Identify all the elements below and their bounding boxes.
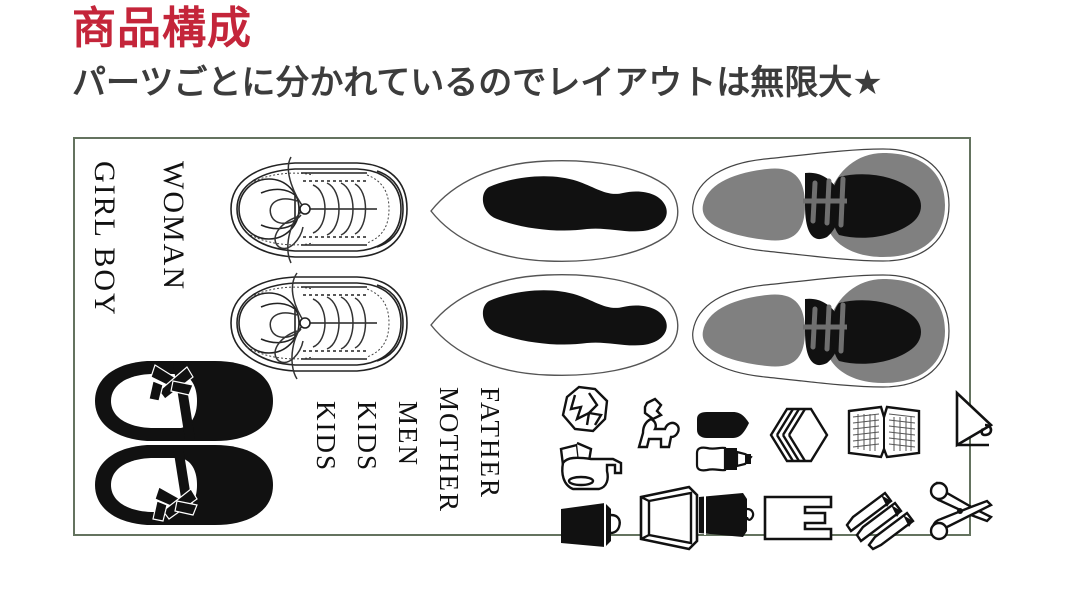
label-mother: MOTHER <box>434 387 464 513</box>
pencils-icon <box>845 487 921 551</box>
label-men: MEN <box>393 401 423 467</box>
open-notebook-icon <box>845 401 923 463</box>
label-girl-boy: GIRL BOY <box>88 161 121 317</box>
label-kids-1: KIDS <box>352 401 382 473</box>
hanger-icon <box>939 389 995 461</box>
pouch-solid-icon <box>697 491 755 539</box>
mary-jane-shoe-1 <box>89 355 279 445</box>
bottle-solid-icon <box>695 411 751 441</box>
scissors-icon <box>927 479 997 549</box>
mary-jane-shoe-2 <box>89 441 279 531</box>
open-frame-icon <box>635 485 701 551</box>
spray-bottle-icon <box>555 439 627 493</box>
product-sheet-frame: GIRL BOY WOMAN FATHER MOTHER MEN KIDS KI… <box>73 137 994 551</box>
sneaker-top-view-1 <box>217 151 417 271</box>
page-title: 商品構成 <box>72 3 252 54</box>
crumpled-paper-icon <box>557 383 613 437</box>
clip-icon <box>761 491 837 543</box>
pointed-flat-top-view-1 <box>427 149 687 269</box>
page-subtitle: パーツごとに分かれているのでレイアウトは無限大★ <box>72 63 883 103</box>
dress-shoe-top-view-2 <box>687 269 957 395</box>
stacked-books-icon <box>765 403 833 467</box>
bottle-outline-icon <box>695 445 753 473</box>
dog-figure-icon <box>631 397 687 453</box>
label-kids-2: KIDS <box>311 401 341 473</box>
label-woman: WOMAN <box>157 161 190 291</box>
pointed-flat-top-view-2 <box>427 263 687 383</box>
sneaker-top-view-2 <box>217 265 417 385</box>
dress-shoe-top-view-1 <box>687 143 957 269</box>
label-father: FATHER <box>475 387 505 500</box>
bag-solid-icon <box>559 499 623 551</box>
